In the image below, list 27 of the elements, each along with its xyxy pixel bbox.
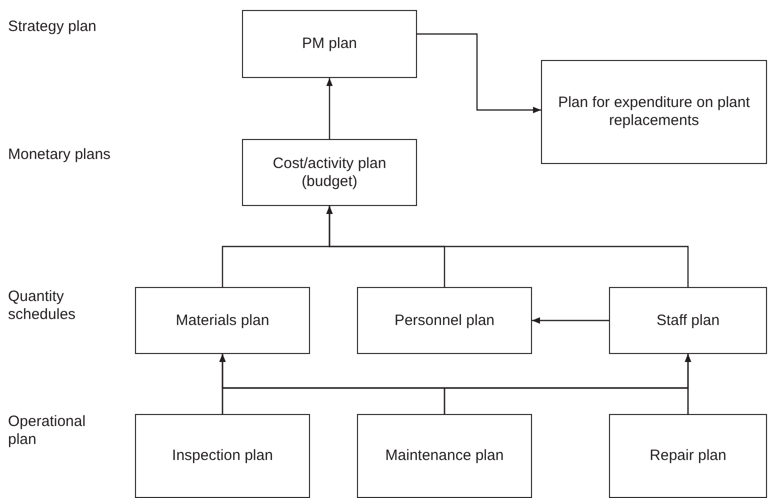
box-text: PM plan bbox=[300, 35, 358, 53]
process-box bbox=[242, 139, 417, 206]
box-text: Personnel plan bbox=[393, 312, 496, 330]
box-text: Plan for expenditure on plant replacements bbox=[557, 94, 751, 130]
box-text: Staff plan bbox=[655, 312, 721, 330]
arrow bbox=[532, 317, 609, 324]
process-box bbox=[242, 10, 417, 78]
box-text: Repair plan bbox=[648, 447, 728, 465]
process-box bbox=[357, 287, 532, 354]
process-box bbox=[357, 414, 532, 498]
level-label: Monetary plans bbox=[8, 146, 112, 164]
box-text: Materials plan bbox=[174, 312, 270, 330]
level-label: Operational plan bbox=[8, 413, 87, 449]
level-label: Quantity schedules bbox=[8, 288, 77, 324]
process-box bbox=[609, 414, 767, 498]
arrow bbox=[326, 206, 689, 287]
box-text: Inspection plan bbox=[171, 447, 274, 465]
arrow bbox=[417, 33, 541, 114]
process-box bbox=[541, 60, 767, 164]
box-text: Cost/activity plan (budget) bbox=[272, 154, 388, 190]
arrow bbox=[326, 78, 333, 139]
level-label: Strategy plan bbox=[8, 18, 98, 36]
process-box bbox=[609, 287, 767, 354]
process-box bbox=[135, 287, 310, 354]
arrow bbox=[684, 354, 692, 414]
process-box bbox=[135, 414, 310, 498]
box-text: Maintenance plan bbox=[384, 447, 505, 465]
